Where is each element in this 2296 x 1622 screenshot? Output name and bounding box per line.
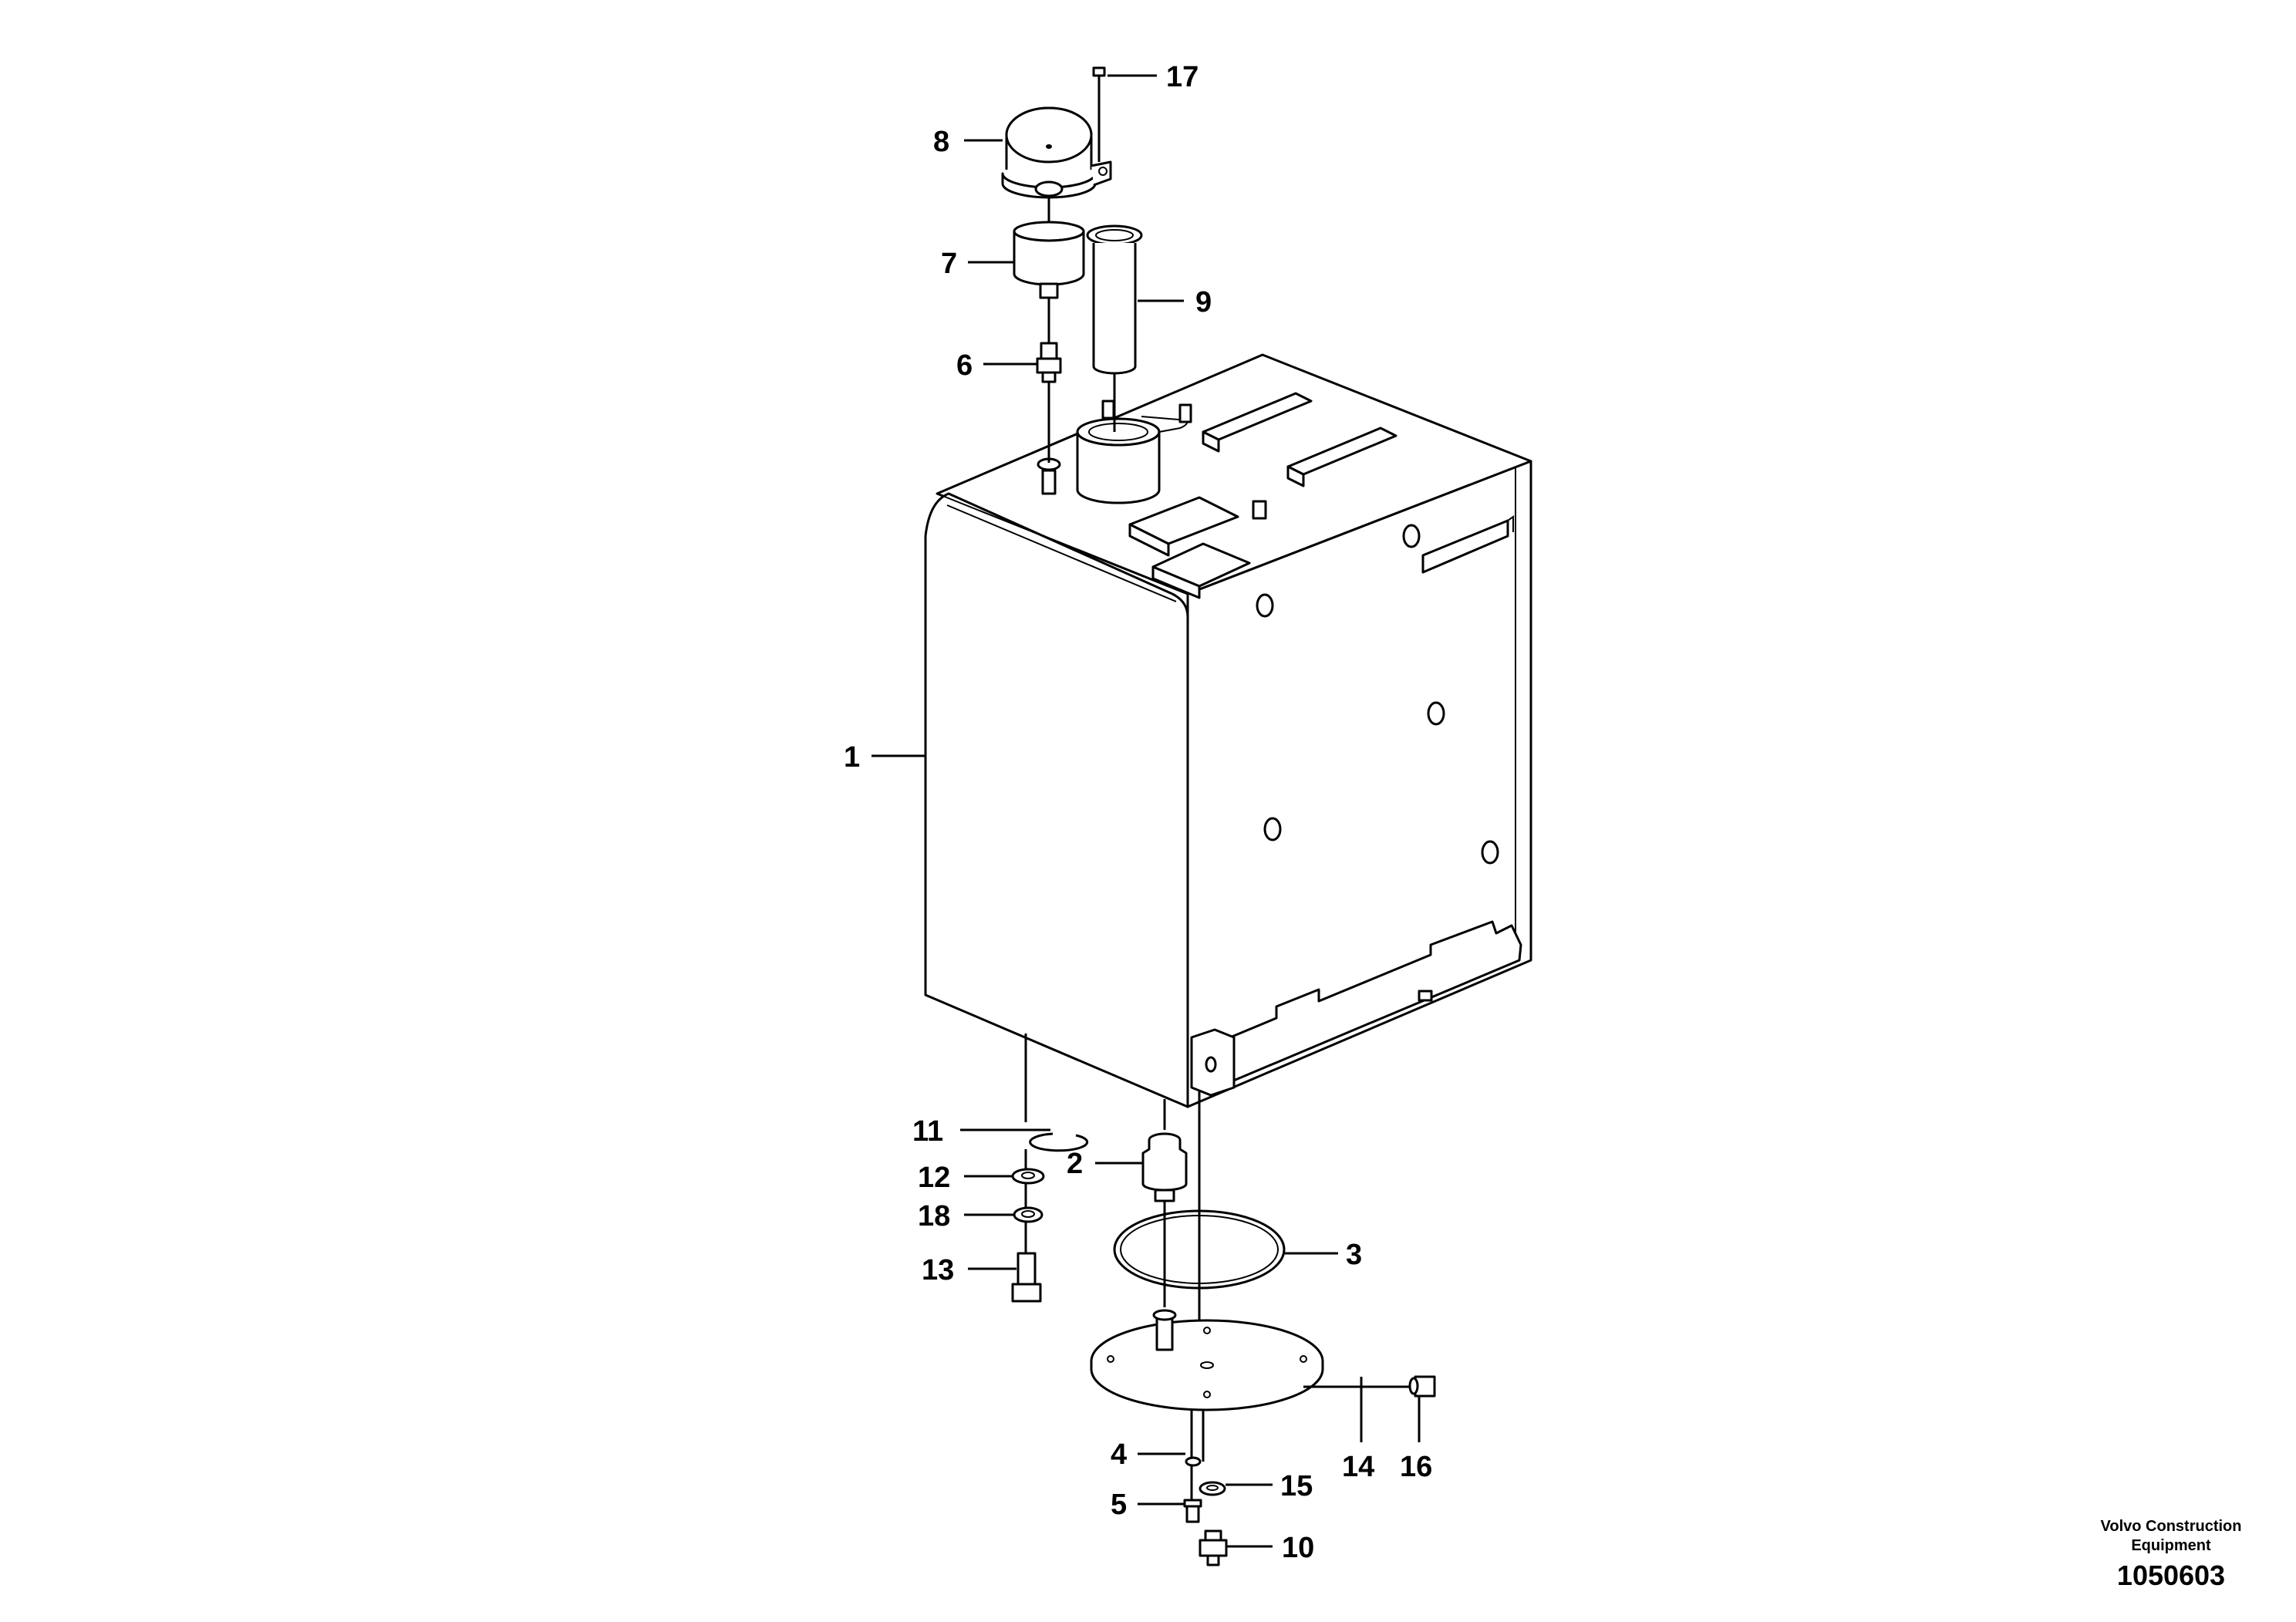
callout-1: 1 (844, 741, 860, 774)
part-13-screw (1011, 1252, 1042, 1303)
callout-13: 13 (922, 1254, 954, 1286)
callout-5: 5 (1111, 1489, 1127, 1521)
stamp-number: 1050603 (2117, 1560, 2225, 1591)
part-7-filter (1013, 221, 1085, 299)
callout-2: 2 (1067, 1148, 1083, 1180)
part-5-screw (1183, 1499, 1202, 1523)
callout-4: 4 (1111, 1438, 1127, 1471)
part-16-connector (1408, 1375, 1436, 1398)
part-6-adapter (1036, 342, 1062, 383)
callout-16: 16 (1400, 1451, 1432, 1483)
part-11-circlip (1029, 1132, 1089, 1152)
callout-9: 9 (1195, 286, 1212, 319)
callout-10: 10 (1282, 1532, 1314, 1564)
part-15-seal (1199, 1481, 1226, 1496)
tank-body (924, 353, 1532, 1108)
flange-plate (1090, 1309, 1324, 1411)
part-2-sensor (1141, 1132, 1188, 1202)
bottom-assembly-lines (1024, 1034, 1205, 1500)
part-10-drain-plug (1199, 1529, 1228, 1566)
top-assembly-lines (1047, 197, 1116, 463)
callout-18: 18 (918, 1200, 950, 1233)
callout-6: 6 (956, 349, 973, 382)
callout-15: 15 (1280, 1470, 1313, 1502)
stamp-line-2: Equipment (2131, 1537, 2211, 1554)
tank-top-fittings (1037, 392, 1397, 599)
callout-7: 7 (941, 248, 957, 280)
callout-8: 8 (933, 126, 949, 158)
callout-14: 14 (1342, 1451, 1374, 1483)
part-8-breather-cap (1001, 106, 1112, 199)
part-9-strainer (1086, 224, 1143, 375)
part-17-screw (1092, 66, 1106, 162)
callout-numbers: 1 2 3 4 5 6 7 8 9 10 11 12 13 14 15 16 1… (844, 61, 1432, 1564)
leader-lines (872, 74, 1421, 1548)
part-4-washer (1185, 1456, 1202, 1467)
part-3-o-ring (1113, 1209, 1286, 1290)
callout-12: 12 (918, 1162, 950, 1194)
volvo-stamp: Volvo Construction Equipment 1050603 (2101, 1518, 2242, 1591)
part-12-washer (1011, 1168, 1045, 1185)
callout-3: 3 (1346, 1239, 1362, 1271)
stamp-line-1: Volvo Construction (2101, 1518, 2242, 1535)
callout-11: 11 (912, 1115, 943, 1148)
part-18-washer (1013, 1206, 1043, 1223)
callout-17: 17 (1166, 61, 1199, 93)
